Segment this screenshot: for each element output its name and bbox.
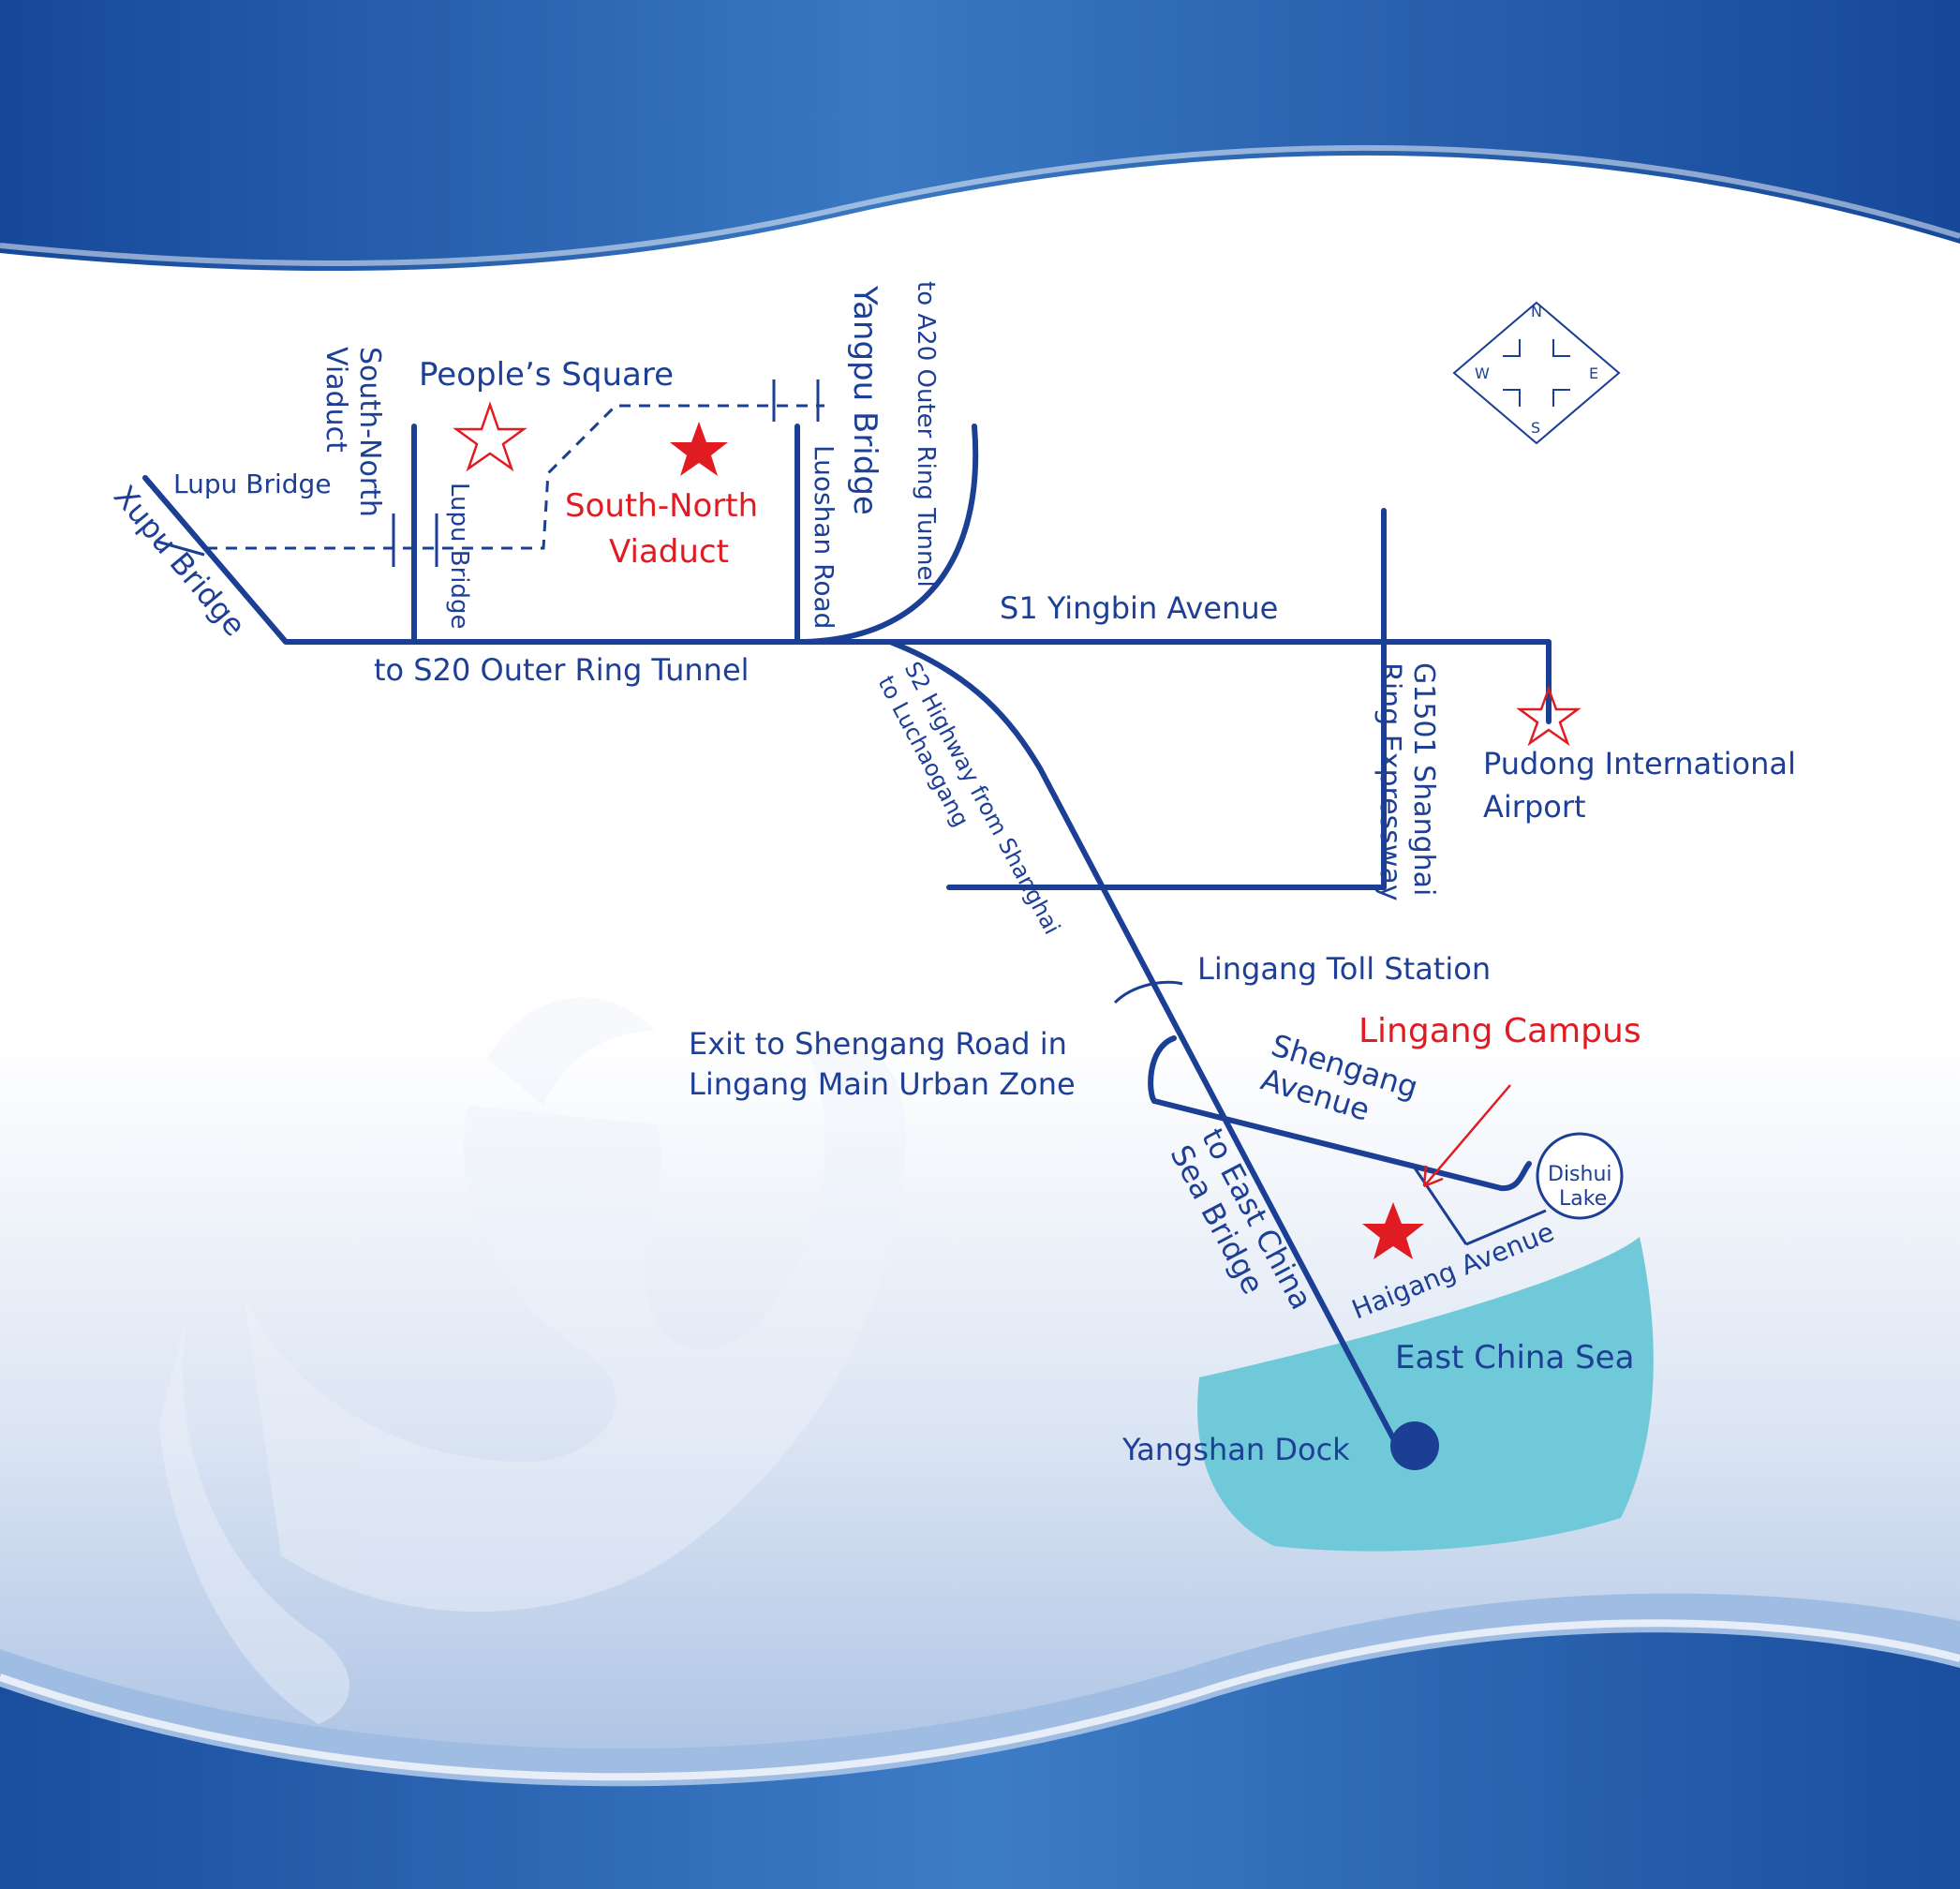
label-lingang-campus: Lingang Campus	[1359, 1012, 1641, 1050]
road-toll-arc	[1113, 980, 1183, 1004]
label-lingang-toll: Lingang Toll Station	[1197, 951, 1491, 987]
label-pudong-airport-line1: Pudong International	[1483, 746, 1796, 781]
dock-marker-icon	[1390, 1421, 1439, 1470]
star-outline-icon	[453, 401, 527, 472]
label-s20-tunnel: to S20 Outer Ring Tunnel	[374, 652, 750, 688]
road-xupu-marker	[156, 540, 205, 557]
campus-arrow	[1423, 1084, 1511, 1187]
label-pudong-airport-line2: Airport	[1483, 789, 1586, 825]
label-yangpu-bridge: Yangpu Bridge	[846, 285, 883, 515]
compass-icon: N S E W	[1452, 301, 1621, 445]
road-network	[142, 379, 1552, 1441]
label-south-north-viaduct-red-line1: South-North	[565, 487, 758, 525]
label-dishui-line1: Dishui	[1548, 1163, 1612, 1186]
label-dishui-line2: Lake	[1559, 1187, 1607, 1211]
label-south-north-viaduct-red-line2: Viaduct	[609, 533, 729, 571]
label-luoshan-road: Luoshan Road	[809, 445, 839, 629]
star-filled-icon	[670, 422, 728, 476]
svg-text:Viaduct: Viaduct	[319, 347, 352, 453]
bottom-wave-highlight	[0, 1619, 1960, 1781]
label-g1501-line1: G1501 Shanghai	[1407, 662, 1440, 896]
label-yangshan-dock: Yangshan Dock	[1121, 1432, 1350, 1467]
road-haigang	[1465, 1209, 1547, 1246]
compass-south: S	[1531, 419, 1540, 437]
compass-north: N	[1531, 303, 1542, 320]
label-exit-line2: Lingang Main Urban Zone	[689, 1066, 1076, 1102]
label-east-china-sea: East China Sea	[1395, 1339, 1634, 1376]
label-south-north-viaduct-vertical: South-North Viaduct	[319, 347, 386, 517]
label-g1501-line2: Ring Expressway	[1373, 662, 1406, 901]
road-a20-curve	[803, 424, 979, 645]
campus-star-icon	[1362, 1202, 1424, 1259]
road-s1-yingbin	[794, 639, 1552, 724]
label-peoples-square: People’s Square	[419, 356, 674, 394]
road-xupu-bridge	[142, 475, 799, 645]
top-wave	[0, 0, 1960, 272]
label-a20-tunnel: to A20 Outer Ring Tunnel	[912, 281, 940, 588]
campus-arrow-head	[1422, 1165, 1444, 1188]
road-connector	[1412, 1166, 1468, 1245]
east-china-sea	[1197, 1237, 1654, 1552]
label-lupu-bridge-top: Lupu Bridge	[173, 469, 332, 499]
compass-east: E	[1589, 364, 1598, 382]
road-exit-loop	[1148, 1035, 1177, 1104]
label-s1-yingbin: S1 Yingbin Avenue	[1000, 590, 1278, 626]
compass-west: W	[1475, 364, 1490, 382]
airport-star-icon	[1516, 685, 1581, 747]
label-lupu-bridge-vertical: Lupu Bridge	[445, 483, 473, 630]
dishui-lake	[1536, 1132, 1624, 1220]
svg-text:South-North: South-North	[353, 347, 386, 517]
bottom-wave	[0, 1632, 1960, 1889]
label-exit-line1: Exit to Shengang Road in	[689, 1026, 1067, 1062]
anchor-icon	[159, 997, 907, 1724]
road-s2-highway	[887, 639, 1396, 1441]
road-dashed-viaduct	[206, 404, 824, 550]
top-wave-highlight	[0, 144, 1960, 267]
road-shengang	[1151, 1098, 1532, 1192]
